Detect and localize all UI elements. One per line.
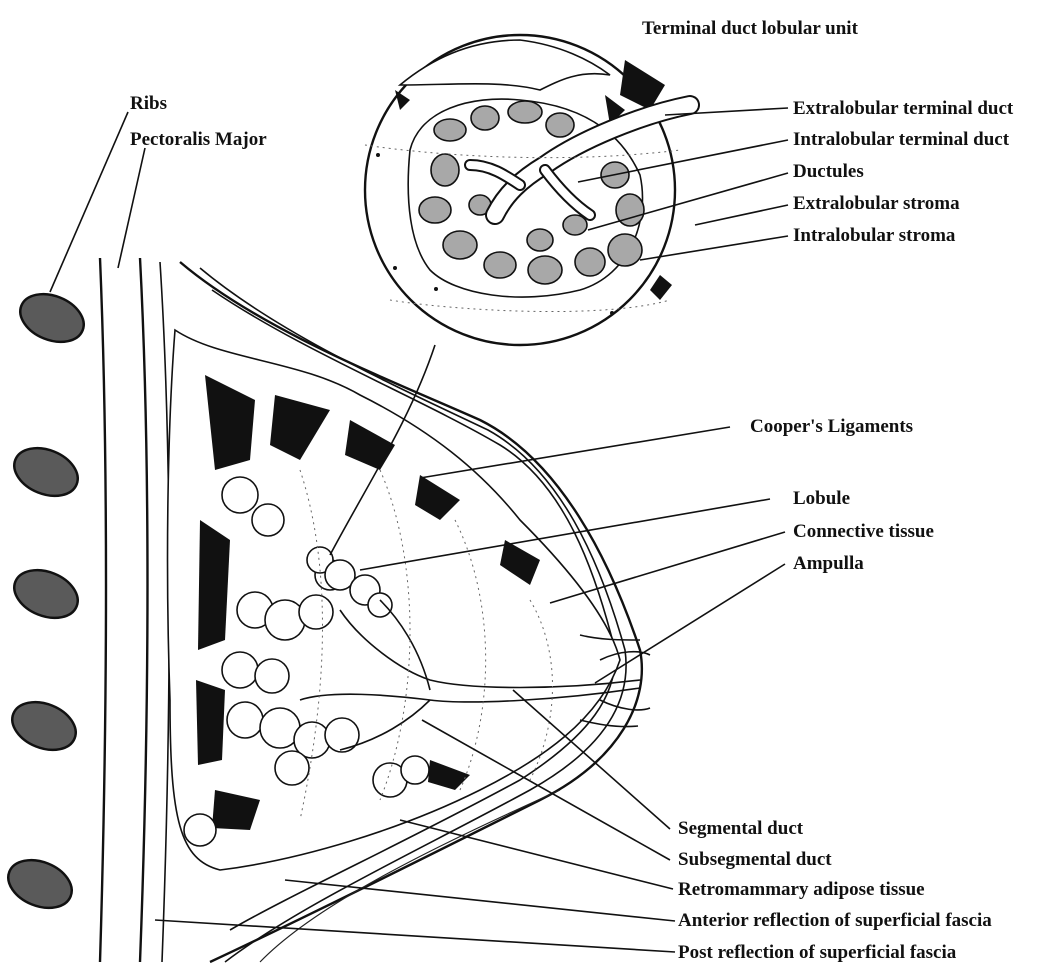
label-extralobular-stroma: Extralobular stroma bbox=[793, 193, 960, 214]
label-post-reflection: Post reflection of superficial fascia bbox=[678, 942, 957, 963]
rib bbox=[5, 693, 83, 759]
label-retromammary-adipose-tissue: Retromammary adipose tissue bbox=[678, 879, 925, 900]
label-ampulla: Ampulla bbox=[793, 553, 864, 574]
pectoralis-major-muscle bbox=[100, 258, 169, 962]
label-coopers-ligaments: Cooper's Ligaments bbox=[750, 416, 913, 437]
label-extralobular-terminal-duct: Extralobular terminal duct bbox=[793, 98, 1014, 119]
connective-dark-area bbox=[198, 520, 230, 650]
label-intralobular-terminal-duct: Intralobular terminal duct bbox=[793, 129, 1010, 150]
label-lobule: Lobule bbox=[793, 488, 850, 509]
label-anterior-reflection: Anterior reflection of superficial fasci… bbox=[678, 910, 992, 931]
label-segmental-duct: Segmental duct bbox=[678, 818, 804, 839]
label-intralobular-stroma: Intralobular stroma bbox=[793, 225, 956, 246]
rib bbox=[1, 851, 79, 917]
rib bbox=[7, 561, 85, 627]
tdlu-inset bbox=[365, 35, 690, 345]
label-subsegmental-duct: Subsegmental duct bbox=[678, 849, 832, 870]
label-ductules: Ductules bbox=[793, 161, 864, 182]
ribs-group bbox=[1, 285, 91, 917]
rib bbox=[7, 439, 85, 505]
label-ribs: Ribs bbox=[130, 93, 167, 114]
rib bbox=[13, 285, 91, 351]
label-connective-tissue: Connective tissue bbox=[793, 521, 934, 542]
connective-dark-area bbox=[196, 680, 225, 765]
label-pectoralis-major: Pectoralis Major bbox=[130, 129, 267, 150]
label-terminal-duct-lobular-unit: Terminal duct lobular unit bbox=[642, 18, 859, 39]
